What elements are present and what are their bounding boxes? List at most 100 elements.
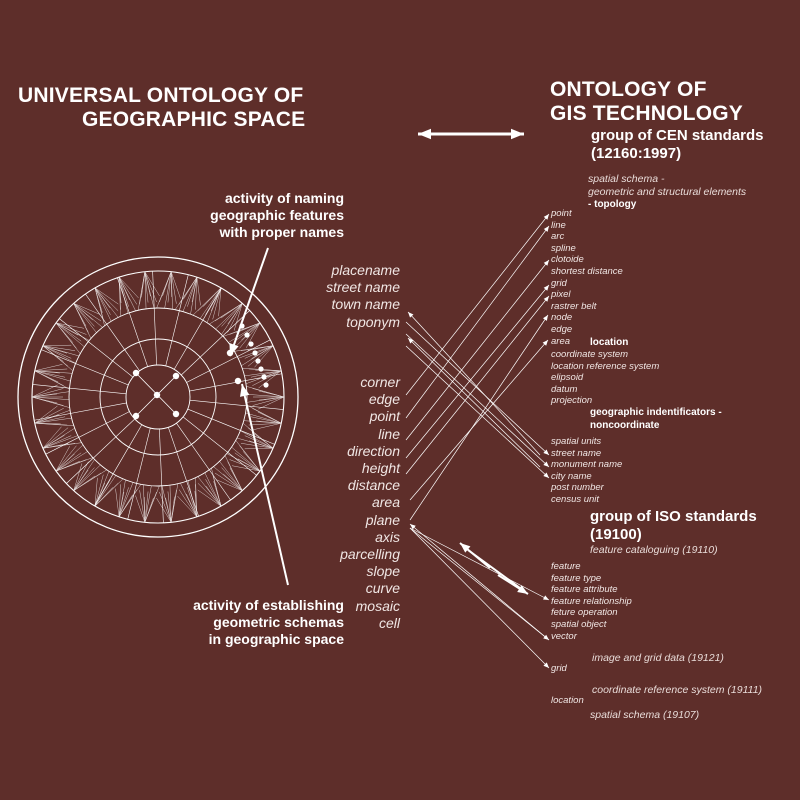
- middle-terms-top: placename street name town name toponym: [326, 262, 400, 331]
- cen-location-item: datum: [551, 383, 578, 395]
- middle-term: placename: [331, 262, 401, 278]
- fan-line: [170, 496, 175, 523]
- fan-line: [94, 471, 110, 507]
- annotation-arrows: [229, 128, 529, 595]
- fan-line: [55, 446, 70, 472]
- fan-line: [167, 271, 172, 303]
- fan-line: [94, 479, 111, 507]
- connector-arrowhead: [543, 461, 549, 467]
- iso-feature-item: feture operation: [551, 607, 618, 619]
- cen-identificators-item: street name: [551, 447, 602, 459]
- fan-line: [94, 287, 119, 311]
- fan-line: [258, 396, 285, 410]
- fan-line: [94, 487, 113, 507]
- fan-line: [169, 485, 172, 523]
- cen-location-item: coordinate system: [551, 349, 629, 360]
- fan-line: [144, 271, 157, 303]
- right-title-line-2: GIS TECHNOLOGY: [550, 102, 743, 125]
- fan-line: [73, 464, 101, 491]
- fan-line: [118, 277, 139, 299]
- annotation-arrowhead: [239, 384, 250, 397]
- spoke: [182, 416, 257, 476]
- fan-line: [34, 368, 68, 372]
- fan-line: [94, 287, 119, 318]
- cen-topology-item: arc: [551, 231, 565, 243]
- cen-title-line-1: group of CEN standards: [591, 127, 764, 144]
- fan-line: [228, 322, 261, 343]
- fan-line: [73, 463, 83, 491]
- fan-line: [196, 277, 201, 306]
- fan-line: [73, 303, 100, 315]
- fan-line: [227, 303, 243, 333]
- annotation-arrowhead: [418, 128, 432, 140]
- connector-arrowhead: [408, 312, 414, 318]
- ring: [125, 364, 191, 430]
- spoke: [165, 274, 189, 367]
- cen-topology-item: point: [551, 208, 572, 219]
- spoke: [94, 424, 143, 506]
- spoke: [59, 318, 134, 378]
- iso-feature-item: spatial object: [551, 618, 607, 630]
- fan-line: [94, 287, 112, 322]
- fan-line: [34, 370, 71, 382]
- fan-line: [55, 460, 81, 472]
- iso-title-line-2: (19100): [590, 526, 642, 543]
- middle-term: street name: [326, 279, 400, 296]
- fan-line: [187, 277, 198, 307]
- fan-line: [144, 271, 160, 297]
- middle-term: town name: [331, 296, 400, 313]
- cen-topology-item: node: [551, 312, 573, 324]
- left-title-line-2: GEOGRAPHIC SPACE: [82, 108, 306, 131]
- fan-line: [144, 497, 154, 523]
- fan-line: [205, 287, 222, 315]
- fan-line: [164, 271, 172, 309]
- connector-arrowhead: [543, 214, 549, 220]
- connector-line: [407, 311, 541, 456]
- connector-line: [409, 314, 549, 521]
- fan-line: [177, 495, 198, 517]
- naming-annotation-line-3: with proper names: [219, 224, 344, 240]
- fan-line: [235, 322, 261, 334]
- fan-line: [143, 484, 146, 523]
- fan-line: [250, 370, 282, 378]
- spoke: [168, 427, 199, 517]
- fan-line: [178, 489, 198, 517]
- connector-line: [405, 259, 550, 441]
- cen-topology-item: rastrer belt: [551, 300, 597, 312]
- fan-line: [244, 448, 274, 450]
- term-connector-arrows: [405, 213, 550, 669]
- fan-line: [206, 287, 222, 323]
- fan-line: [241, 345, 274, 366]
- fan-line: [42, 345, 72, 359]
- fan-line: [254, 345, 274, 368]
- iso-double-arrow-shaft: [467, 549, 521, 589]
- middle-term: point: [369, 408, 400, 425]
- cen-schema-caption-line-2: geometric and structural elements: [588, 186, 747, 198]
- fan-line: [94, 475, 117, 507]
- fan-line: [42, 443, 69, 449]
- fan-line: [55, 451, 88, 472]
- fan-line: [73, 303, 95, 327]
- fan-line: [34, 405, 58, 424]
- middle-terms-bottom: corner edge point line direction height …: [340, 374, 400, 632]
- cen-location-list: coordinate system location reference sys…: [551, 349, 659, 407]
- graph-node: [244, 332, 250, 338]
- fan-line: [118, 494, 133, 517]
- cen-schema-caption-line-1: spatial schema -: [588, 173, 665, 185]
- connector-line: [409, 523, 550, 641]
- connector-arrowhead: [543, 260, 549, 266]
- fan-line: [55, 445, 77, 472]
- fan-line: [42, 345, 64, 362]
- graph-node: [172, 372, 180, 380]
- cen-topology-item: spline: [551, 242, 576, 254]
- cen-location-item: projection: [551, 395, 593, 407]
- schema-annotation-line-1: activity of establishing: [193, 597, 344, 613]
- fan-line: [221, 467, 243, 491]
- spoke: [186, 339, 271, 383]
- fan-line: [244, 370, 282, 377]
- naming-annotation-line-2: geographic features: [210, 207, 344, 223]
- fan-line: [229, 459, 261, 472]
- connector-line: [405, 225, 550, 419]
- iso-location-item: location: [551, 695, 584, 706]
- fan-line: [34, 370, 66, 378]
